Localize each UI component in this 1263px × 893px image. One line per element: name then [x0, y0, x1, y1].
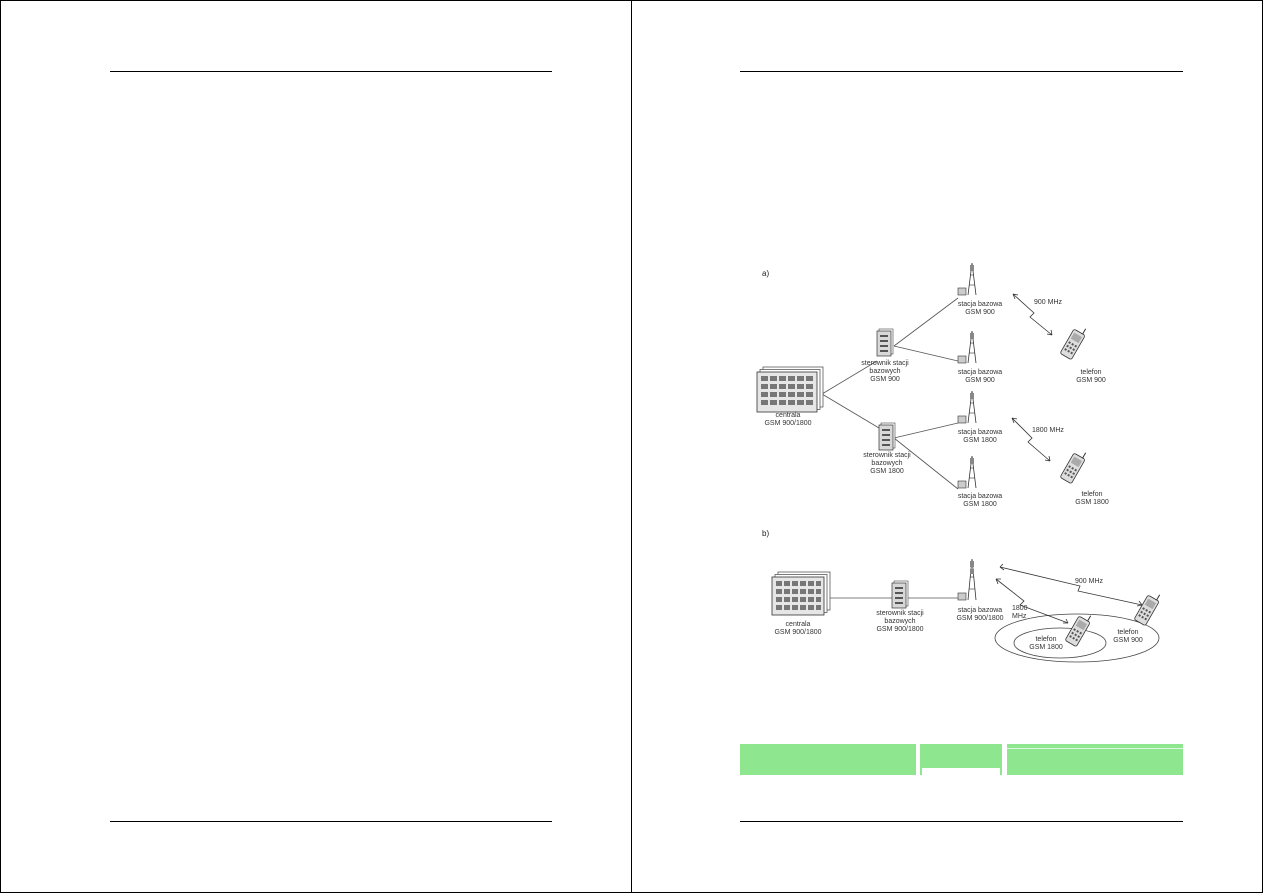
bs-a1-label-1: stacja bazowa	[958, 301, 1002, 308]
freq-900-label: 900 MHz	[1034, 299, 1063, 306]
bsc-a2-icon	[878, 422, 896, 451]
bs-a3-label-2: GSM 1800	[963, 437, 997, 444]
bsc-a2-label-3: GSM 1800	[870, 468, 904, 475]
mobile-phone-icon	[1134, 594, 1161, 626]
bsc-b-label-3: GSM 900/1800	[876, 626, 923, 633]
antenna-tower-icon	[957, 390, 977, 424]
panel-a-label: a)	[762, 269, 769, 278]
antenna-tower-icon	[957, 330, 977, 364]
left-page	[1, 1, 631, 892]
bs-a2-label-2: GSM 900	[965, 377, 995, 384]
radio-link-a2	[1011, 417, 1051, 462]
bs-a2-label-1: stacja bazowa	[958, 369, 1002, 376]
msc-a-label-1: centrala	[776, 412, 801, 419]
phone-b900-label-1: telefon	[1117, 629, 1138, 636]
phone-b1800-label-2: GSM 1800	[1029, 644, 1063, 651]
antenna-tower-icon	[957, 262, 977, 296]
green-bar-right-line	[1007, 748, 1183, 749]
bsc-a2-label-1: sterownik stacji	[863, 452, 911, 459]
green-bar-middle-inset	[922, 768, 1000, 775]
antenna-tower-icon	[957, 558, 977, 601]
msc-a-label-2: GSM 900/1800	[764, 420, 811, 427]
mobile-phone-icon	[1060, 452, 1087, 484]
freq-b1800-label-1: 1800	[1012, 605, 1028, 612]
freq-b1800-label-2: MHz	[1012, 613, 1027, 620]
bs-b-label-1: stacja bazowa	[958, 607, 1002, 614]
bsc-a2-label-2: bazowych	[871, 460, 902, 467]
bsc-b-icon	[891, 580, 909, 609]
footer-rule	[740, 821, 1183, 822]
phone-a2-label-2: GSM 1800	[1075, 499, 1109, 506]
antenna-tower-icon	[957, 455, 977, 489]
bs-a3-label-1: stacja bazowa	[958, 429, 1002, 436]
freq-1800-label: 1800 MHz	[1032, 427, 1064, 434]
bs-a4-label-1: stacja bazowa	[958, 493, 1002, 500]
bs-b-label-2: GSM 900/1800	[956, 615, 1003, 622]
panel-b-label: b)	[762, 529, 769, 538]
bsc-a1-label-1: sterownik stacji	[861, 360, 909, 367]
page-gutter	[631, 1, 632, 892]
phone-a1-label-1: telefon	[1080, 369, 1101, 376]
mobile-phone-icon	[1060, 328, 1087, 360]
bsc-a1-label-3: GSM 900	[870, 376, 900, 383]
msc-b-label-1: centrala	[786, 621, 811, 628]
mobile-phone-icon	[1065, 615, 1092, 647]
radio-link-b1800	[995, 578, 1069, 624]
green-bar-left	[740, 744, 916, 775]
msc-a-icon	[756, 366, 824, 413]
radio-link-a1	[1012, 293, 1053, 336]
radio-link-b900	[999, 563, 1143, 607]
phone-b900-label-2: GSM 900	[1113, 637, 1143, 644]
bsc-a1-icon	[876, 328, 894, 357]
phone-a1-label-2: GSM 900	[1076, 377, 1106, 384]
msc-b-label-2: GSM 900/1800	[774, 629, 821, 636]
bsc-a1-label-2: bazowych	[869, 368, 900, 375]
footer-rule	[110, 821, 552, 822]
outer-cell-ellipse	[994, 613, 1160, 663]
header-rule	[110, 71, 552, 72]
freq-b900-label: 900 MHz	[1075, 578, 1104, 585]
msc-b-icon	[771, 571, 831, 616]
bsc-b-label-2: bazowych	[884, 618, 915, 625]
gsm-network-diagram: a)	[756, 262, 1161, 663]
bs-a1-label-2: GSM 900	[965, 309, 995, 316]
phone-a2-label-1: telefon	[1081, 491, 1102, 498]
header-rule	[740, 71, 1183, 72]
bs-a4-label-2: GSM 1800	[963, 501, 997, 508]
phone-b1800-label-1: telefon	[1035, 636, 1056, 643]
panel-a-links	[821, 297, 959, 490]
green-bar-right	[1007, 744, 1183, 775]
bsc-b-label-1: sterownik stacji	[876, 610, 924, 617]
inner-cell-ellipse	[1013, 627, 1107, 659]
gsm-network-figure: a)	[632, 1, 1262, 892]
right-page: a)	[632, 1, 1262, 892]
